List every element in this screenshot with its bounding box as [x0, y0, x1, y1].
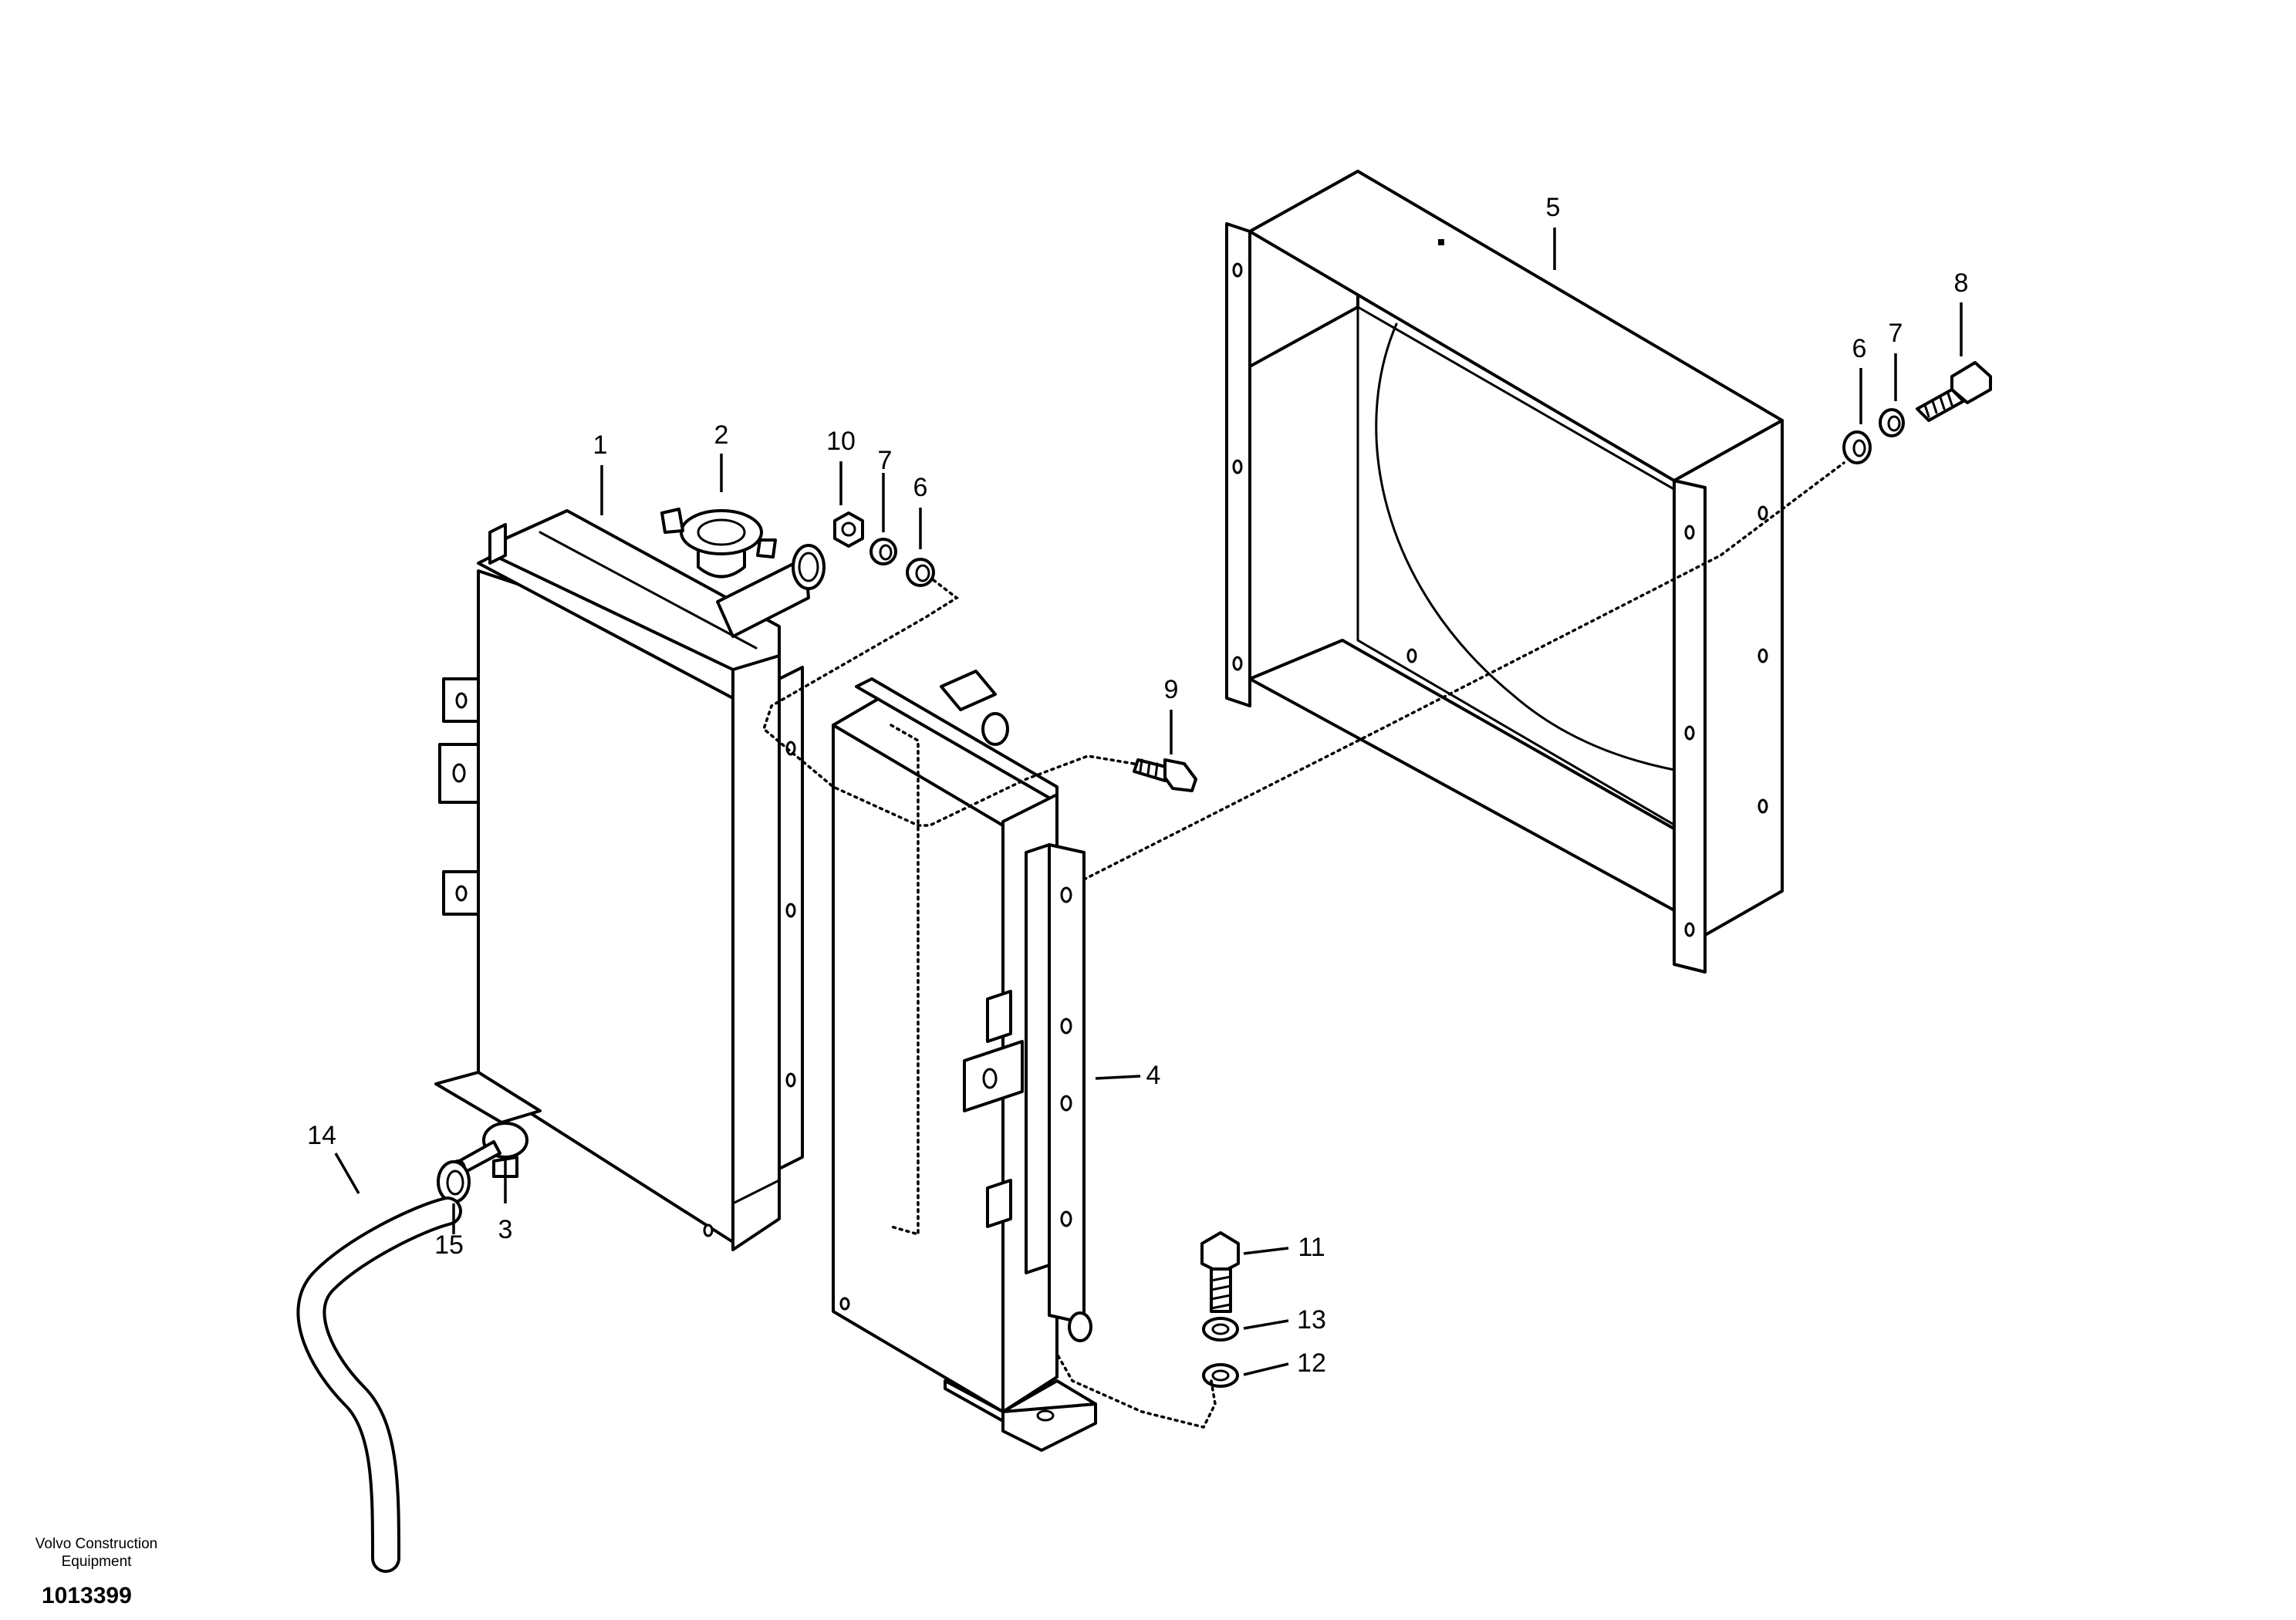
- callout-15: 15: [434, 1230, 464, 1260]
- footer: Volvo Construction Equipment 1013399: [15, 1535, 185, 1609]
- reference-number: 1013399: [42, 1583, 132, 1608]
- nut-10: [833, 511, 864, 548]
- bolt-9: [1133, 758, 1197, 792]
- callout-7b: 7: [1889, 319, 1903, 348]
- o-ring-15: [437, 1160, 471, 1203]
- callout-3: 3: [498, 1215, 513, 1244]
- callout-12: 12: [1297, 1348, 1326, 1378]
- callout-5: 5: [1546, 193, 1561, 222]
- callout-13: 13: [1297, 1305, 1326, 1335]
- callout-8: 8: [1954, 268, 1969, 298]
- callout-4: 4: [1146, 1061, 1161, 1090]
- brand-name-line1: Volvo Construction: [35, 1536, 158, 1552]
- hose: [296, 1196, 462, 1573]
- callout-7a: 7: [878, 446, 893, 475]
- washer-6a: [906, 558, 935, 587]
- callout-6b: 6: [1852, 334, 1867, 363]
- fan-shroud: [1225, 170, 1784, 974]
- callout-6a: 6: [913, 473, 928, 502]
- callout-11: 11: [1298, 1233, 1325, 1262]
- lock-washer-7b: [1879, 408, 1905, 437]
- leader-lines: [334, 228, 1963, 1376]
- lock-washer-13: [1202, 1317, 1239, 1342]
- callout-2: 2: [714, 420, 729, 450]
- callout-9: 9: [1164, 675, 1179, 704]
- washer-6b: [1842, 430, 1872, 464]
- assembly-line-bottom: [1055, 1352, 1217, 1429]
- assembly-line-shroud: [1082, 461, 1845, 881]
- bolt-11: [1200, 1231, 1240, 1313]
- bolt-8: [1916, 361, 1992, 422]
- assembly-line-cap: [761, 579, 1136, 827]
- callout-14: 14: [307, 1121, 336, 1150]
- lock-washer-7a: [869, 538, 897, 565]
- radiator-cap: [660, 508, 777, 579]
- radiator: [434, 509, 826, 1251]
- brand-name-line2: Equipment: [61, 1554, 132, 1570]
- washer-12: [1202, 1363, 1239, 1388]
- callout-1: 1: [593, 430, 608, 460]
- oil-cooler: [832, 670, 1097, 1452]
- callout-10: 10: [826, 427, 856, 456]
